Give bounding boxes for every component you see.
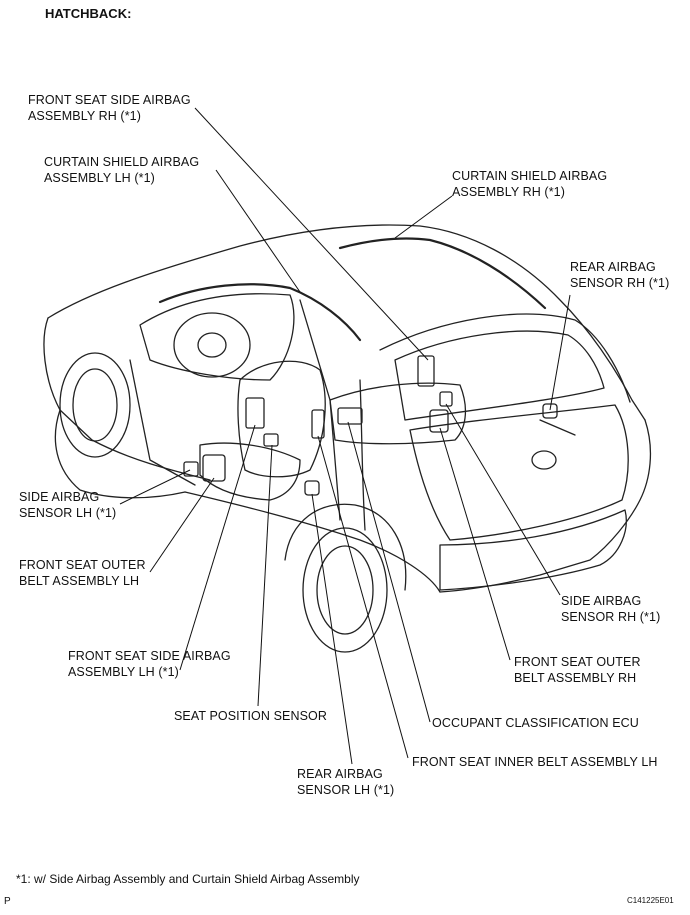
leader-rear-airbag-sensor-rh [549, 294, 571, 411]
rear-airbag-sensor-lh-part [304, 480, 320, 496]
leader-seat-position-sensor [257, 444, 273, 707]
leader-front-seat-outer-belt-lh [149, 477, 215, 573]
rear-wheel-arch [284, 503, 407, 591]
leader-rear-airbag-sensor-lh [311, 493, 353, 765]
car-front-bumper [54, 409, 186, 499]
rear-wiper [539, 419, 576, 436]
label-curtain-shield-airbag-rh: CURTAIN SHIELD AIRBAG ASSEMBLY RH (*1) [452, 168, 607, 200]
car-roof-outline [47, 224, 646, 421]
leader-curtain-shield-airbag-rh [394, 195, 453, 239]
label-line: SENSOR RH (*1) [570, 276, 670, 290]
front-seat-outer-belt-rh-part [429, 409, 449, 433]
corner-mark: P [4, 896, 11, 907]
curtain-airbag-lh [158, 283, 362, 342]
b-pillar [299, 299, 341, 521]
label-line: FRONT SEAT OUTER [19, 558, 146, 572]
label-line: ASSEMBLY LH (*1) [68, 665, 179, 679]
label-line: FRONT SEAT INNER BELT ASSEMBLY LH [412, 755, 658, 769]
leader-occupant-classification-ecu [347, 421, 431, 723]
label-line: ASSEMBLY RH (*1) [452, 185, 565, 199]
label-front-seat-outer-belt-rh: FRONT SEAT OUTER BELT ASSEMBLY RH [514, 654, 641, 686]
leader-front-seat-side-airbag-lh [179, 424, 256, 671]
label-front-seat-inner-belt-lh: FRONT SEAT INNER BELT ASSEMBLY LH [412, 754, 658, 770]
leader-front-seat-side-airbag-rh [194, 107, 429, 361]
label-front-seat-side-airbag-lh: FRONT SEAT SIDE AIRBAG ASSEMBLY LH (*1) [68, 648, 231, 680]
label-line: BELT ASSEMBLY RH [514, 671, 637, 685]
label-line: OCCUPANT CLASSIFICATION ECU [432, 716, 639, 730]
rear-wheel [302, 527, 388, 653]
rear-wheel-inner [316, 545, 374, 635]
footnote: *1: w/ Side Airbag Assembly and Curtain … [16, 872, 360, 886]
car-side-sill [184, 491, 441, 593]
front-wheel-inner [72, 368, 118, 442]
rear-airbag-sensor-rh-part [542, 403, 558, 419]
label-line: REAR AIRBAG [297, 767, 383, 781]
label-line: CURTAIN SHIELD AIRBAG [44, 155, 200, 169]
leader-front-seat-inner-belt-lh [317, 435, 409, 759]
leader-curtain-shield-airbag-lh [215, 169, 301, 293]
label-line: ASSEMBLY LH (*1) [44, 171, 155, 185]
label-line: CURTAIN SHIELD AIRBAG [452, 169, 608, 183]
front-seat-cushion [199, 442, 301, 501]
leader-front-seat-outer-belt-rh [439, 427, 511, 661]
seat-position-sensor-part [263, 433, 279, 447]
rear-emblem [531, 450, 557, 470]
rear-door-line [359, 379, 366, 531]
front-door-line [129, 359, 196, 486]
front-seat-outer-belt-lh-part [202, 454, 226, 482]
label-line: SENSOR LH (*1) [297, 783, 395, 797]
side-airbag-sensor-rh-part [439, 391, 453, 407]
label-line: SENSOR LH (*1) [19, 506, 117, 520]
label-rear-airbag-sensor-lh: REAR AIRBAG SENSOR LH (*1) [297, 766, 394, 798]
occupant-classification-ecu-part [337, 407, 363, 425]
label-line: FRONT SEAT OUTER [514, 655, 641, 669]
car-rear-bumper [439, 509, 627, 591]
car-upper-body [43, 317, 211, 481]
label-front-seat-side-airbag-rh: FRONT SEAT SIDE AIRBAG ASSEMBLY RH (*1) [28, 92, 191, 124]
dashboard [139, 293, 295, 381]
curtain-airbag-rh [338, 237, 547, 310]
car-rear-window [394, 330, 605, 421]
front-seat-inner-belt-lh-part [311, 409, 325, 439]
side-airbag-sensor-lh-part [183, 461, 199, 477]
front-wheel [59, 352, 131, 458]
front-seat-side-airbag-rh-part [417, 355, 435, 387]
label-line: FRONT SEAT SIDE AIRBAG [28, 93, 191, 107]
car-rear-body [439, 419, 652, 593]
label-line: SENSOR RH (*1) [561, 610, 661, 624]
rear-seat-back [329, 382, 467, 445]
label-front-seat-outer-belt-lh: FRONT SEAT OUTER BELT ASSEMBLY LH [19, 557, 146, 589]
page-title: HATCHBACK: [45, 6, 132, 21]
label-side-airbag-sensor-rh: SIDE AIRBAG SENSOR RH (*1) [561, 593, 660, 625]
label-line: FRONT SEAT SIDE AIRBAG [68, 649, 231, 663]
label-line: BELT ASSEMBLY LH [19, 574, 140, 588]
label-side-airbag-sensor-lh: SIDE AIRBAG SENSOR LH (*1) [19, 489, 116, 521]
steering-wheel-hub [197, 332, 227, 358]
label-rear-airbag-sensor-rh: REAR AIRBAG SENSOR RH (*1) [570, 259, 669, 291]
car-tailgate-lower [409, 404, 629, 541]
car-rear-hatch-outline [379, 313, 631, 403]
leader-side-airbag-sensor-lh [119, 469, 191, 505]
front-seat-back [237, 360, 326, 478]
label-line: REAR AIRBAG [570, 260, 656, 274]
label-seat-position-sensor: SEAT POSITION SENSOR [174, 708, 327, 724]
figure-code: C141225E01 [627, 896, 674, 905]
leader-side-airbag-sensor-rh [445, 403, 561, 596]
label-curtain-shield-airbag-lh: CURTAIN SHIELD AIRBAG ASSEMBLY LH (*1) [44, 154, 199, 186]
label-occupant-classification-ecu: OCCUPANT CLASSIFICATION ECU [432, 715, 639, 731]
front-seat-side-airbag-lh-part [245, 397, 265, 429]
label-line: SIDE AIRBAG [19, 490, 100, 504]
label-line: ASSEMBLY RH (*1) [28, 109, 141, 123]
steering-wheel [173, 312, 251, 378]
label-line: SIDE AIRBAG [561, 594, 642, 608]
label-line: SEAT POSITION SENSOR [174, 709, 327, 723]
